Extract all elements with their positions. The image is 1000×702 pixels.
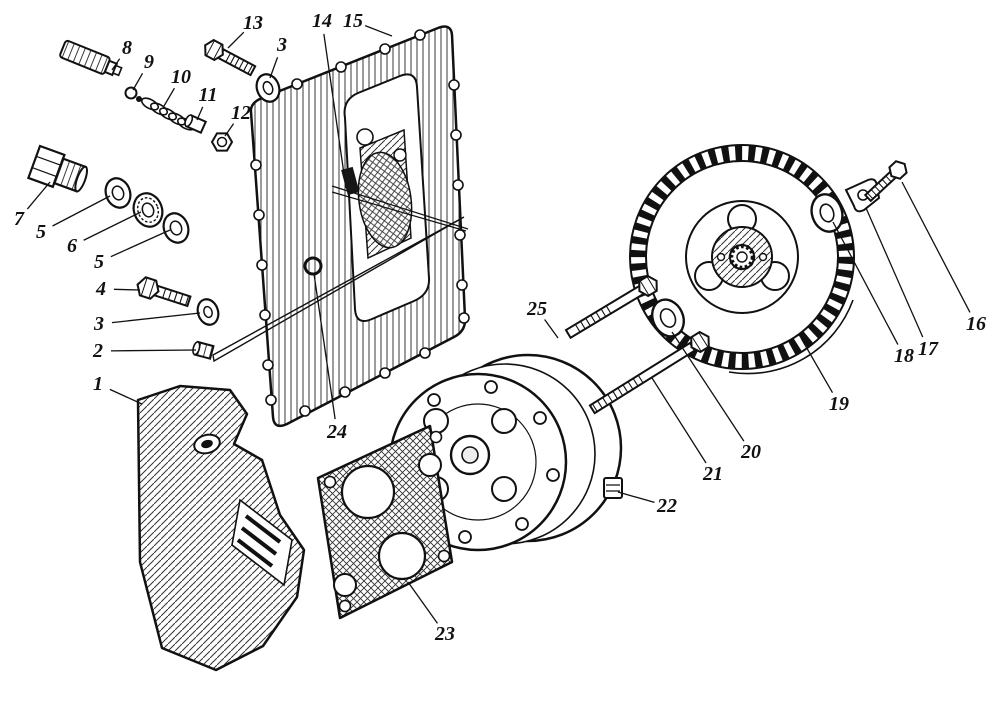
bolt-4 [136, 276, 192, 308]
mounting-plate [212, 25, 470, 428]
long-needle [212, 216, 465, 363]
threaded-plug-8 [59, 39, 123, 77]
valve-needle-14 [331, 185, 469, 232]
bolt-13 [204, 38, 257, 77]
ball-9 [124, 86, 138, 100]
lock-plate-17 [844, 178, 881, 213]
washer-5b [162, 212, 190, 244]
upper-left-fasteners [26, 38, 281, 360]
nut-12 [210, 132, 234, 152]
fitting-7 [26, 144, 88, 193]
drive-gear [629, 144, 855, 375]
plate-central-cavity [341, 73, 431, 322]
ball-9b [136, 96, 142, 102]
washer-5a [104, 177, 132, 209]
bracket [136, 384, 306, 672]
plug-2 [192, 340, 215, 360]
oil-pump-body [388, 353, 623, 552]
bolt-16 [863, 160, 908, 203]
gear-spline-bore [728, 243, 756, 271]
o-ring-24 [303, 256, 323, 276]
bolt-21 [588, 330, 710, 415]
bolt-25 [564, 274, 658, 340]
collar-6 [132, 192, 164, 228]
gasket [316, 424, 454, 620]
washer-3-top [255, 73, 281, 103]
washer-3-lower [196, 298, 220, 326]
pump-side-lug [603, 477, 623, 499]
